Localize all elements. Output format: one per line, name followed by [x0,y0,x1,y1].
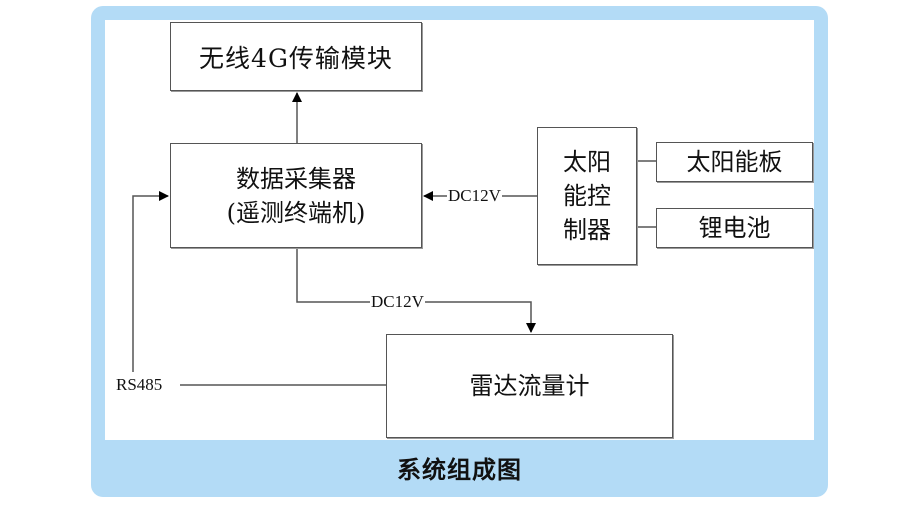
edge-label-rs485: RS485 [115,375,164,394]
node-radar-label: 雷达流量计 [469,372,590,400]
node-solar-panel: 太阳能板 [656,142,813,182]
wire-collector-to-radar-dc12v [296,248,536,333]
node-data-collector: 数据采集器 (遥测终端机) [170,143,422,248]
node-controller-label-2: 能控 [563,182,611,210]
node-collector-label-1: 数据采集器 [236,164,356,193]
wire-rs485-to-collector [132,191,169,372]
node-solar-panel-label: 太阳能板 [686,148,783,176]
node-controller-label-1: 太阳 [563,148,611,176]
edge-label-radar-dc12v: DC12V [370,292,425,311]
node-controller-label-3: 制器 [563,216,611,244]
node-solar-controller: 太阳 能控 制器 [537,127,637,265]
edge-label-controller-dc12v: DC12V [447,186,502,205]
node-battery-label: 锂电池 [698,214,771,242]
node-4g-label: 无线4G传输模块 [199,43,393,73]
node-collector-label-2: (遥测终端机) [226,198,366,227]
node-lithium-battery: 锂电池 [656,208,813,248]
node-radar-flowmeter: 雷达流量计 [386,334,673,438]
node-4g-transmission-module: 无线4G传输模块 [170,22,422,91]
diagram-caption: 系统组成图 [397,456,522,484]
